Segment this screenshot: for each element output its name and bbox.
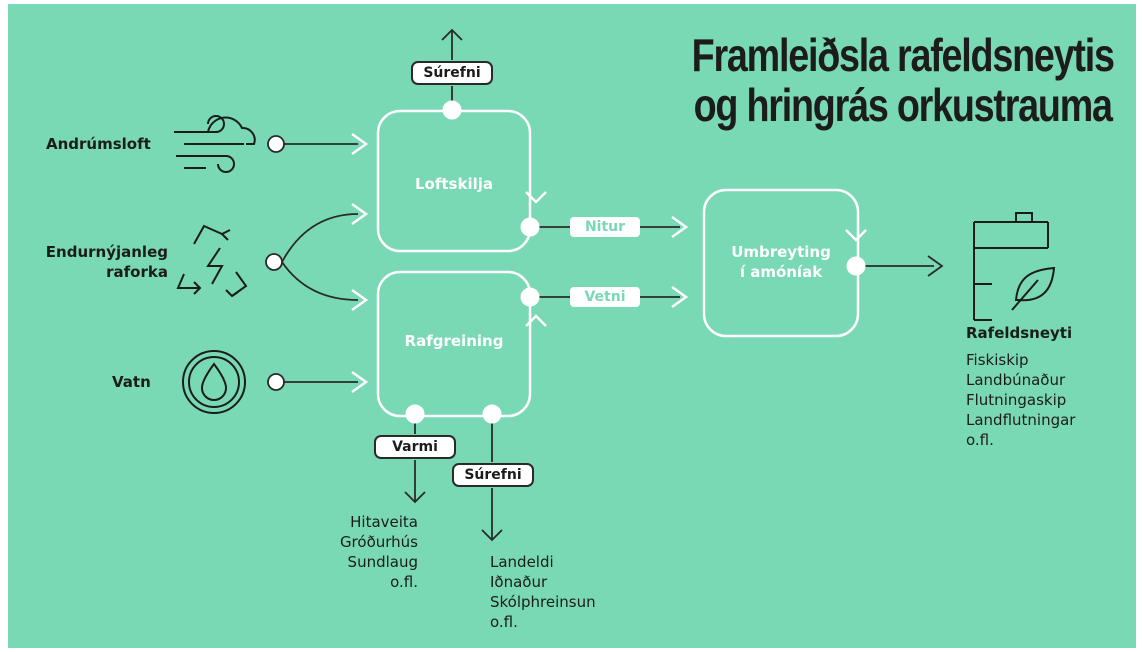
list-item: Landflutningar [966,411,1076,429]
diagram-title: Framleiðsla rafeldsneytis og hringrás or… [691,29,1115,131]
node-air [267,135,285,153]
diagram-canvas: Framleiðsla rafeldsneytis og hringrás or… [8,4,1136,648]
oxygen-uses-list: Landeldi Iðnaður Skólphreinsun o.fl. [490,552,596,632]
output-title: Rafeldsneyti [966,324,1073,342]
flow-heat-tag: Varmi [374,435,456,459]
node-output [846,256,866,276]
list-item: Hitaveita [350,513,418,531]
input-power-label: Endurnýjanleg raforka [24,242,168,282]
flow-hydrogen-tag: Vetni [570,287,640,307]
node-hydrogen [520,287,540,307]
input-water-label: Vatn [112,373,151,391]
electrolysis-box [376,270,532,418]
process-electrolysis-label: Rafgreining [404,332,504,350]
node-heat [405,404,425,424]
flow-oxygen-bottom-tag: Súrefni [452,463,534,487]
list-item: Landeldi [490,553,554,571]
title-line-2: og hringrás orkustrauma [693,79,1113,131]
process-conversion-line-2: í amóníak [739,263,823,281]
list-item: Sundlaug [347,553,418,571]
list-item: Fiskiskip [966,351,1029,369]
input-power-line-1: Endurnýjanleg [45,243,168,261]
node-power [265,253,283,271]
list-item: o.fl. [390,573,418,591]
fuel-tank-icon [973,212,1056,321]
list-item: Iðnaður [490,573,548,591]
process-air-separation-label: Loftskilja [414,175,493,193]
recycle-power-icon [176,224,248,298]
diagram-graphics [174,28,1056,542]
flow-nitrogen-tag: Nitur [570,217,640,237]
process-conversion-label: Umbreyting í amóníak [704,242,858,282]
input-air-label: Andrúmsloft [46,135,151,153]
node-oxygen-bottom [482,404,502,424]
wind-icon [174,115,256,173]
water-drop-icon [182,350,246,414]
list-item: Flutningaskip [966,391,1067,409]
node-oxygen-top [442,100,462,120]
list-item: o.fl. [966,431,994,449]
title-line-1: Framleiðsla rafeldsneytis [691,29,1115,81]
list-item: Landbúnaður [966,371,1066,389]
list-item: Skólphreinsun [490,593,596,611]
node-water [267,373,285,391]
list-item: Gróðurhús [339,533,418,551]
node-nitrogen [520,217,540,237]
heat-uses-list: Hitaveita Gróðurhús Sundlaug o.fl. [308,512,418,592]
input-power-line-2: raforka [106,263,168,281]
output-uses-list: Fiskiskip Landbúnaður Flutningaskip Land… [966,350,1075,450]
process-conversion-line-1: Umbreyting [731,243,831,261]
flow-oxygen-top-tag: Súrefni [411,61,493,85]
list-item: o.fl. [490,613,518,631]
